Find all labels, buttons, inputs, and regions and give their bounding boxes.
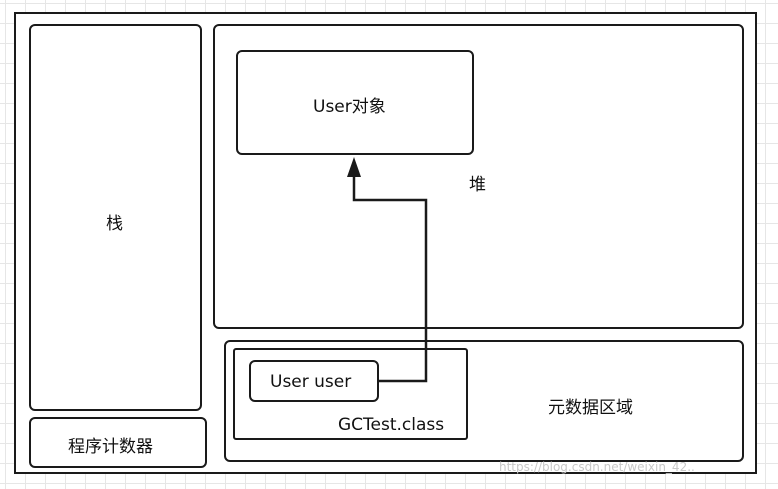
user-reference-label: User user (270, 372, 352, 392)
stack-region (29, 24, 202, 411)
user-object-box (236, 50, 474, 155)
gctest-class-label: GCTest.class (338, 415, 445, 435)
user-object-label: User对象 (313, 97, 386, 117)
metadata-area-label: 元数据区域 (548, 398, 633, 418)
program-counter-label: 程序计数器 (68, 437, 153, 457)
reference-arrow-line (352, 176, 428, 383)
user-reference-box (249, 360, 379, 402)
stack-label: 栈 (106, 214, 123, 234)
program-counter-region (29, 417, 207, 468)
watermark-text: https://blog.csdn.net/weixin_42.. (499, 460, 695, 474)
heap-label: 堆 (469, 175, 486, 195)
reference-arrow-head (347, 157, 361, 177)
